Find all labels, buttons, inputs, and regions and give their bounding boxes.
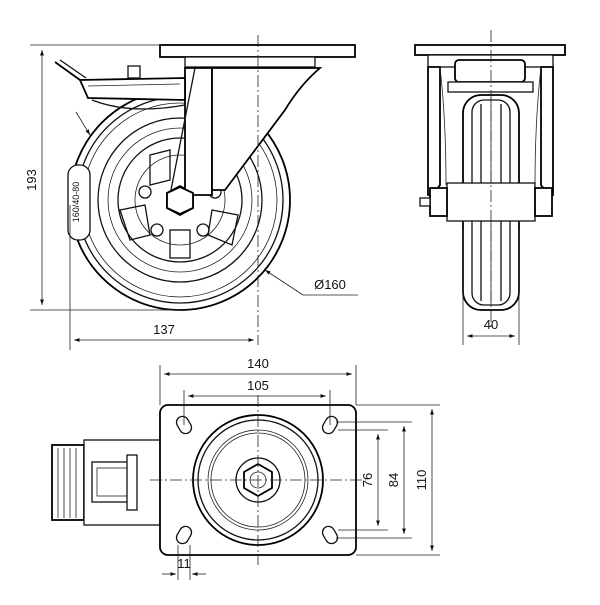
side-top-plate: [159, 44, 356, 58]
dim-160-label: Ø160: [314, 277, 346, 292]
top-brake-pedal: [51, 444, 85, 521]
dim-140: 140: [159, 356, 357, 405]
front-fork-left: [427, 66, 441, 196]
dim-84-label: 84: [386, 473, 401, 487]
dim-84: 84: [336, 421, 412, 539]
dim-11-label: 11: [177, 556, 191, 571]
front-top-plate: [414, 44, 566, 56]
dim-height-193: 193: [24, 44, 180, 311]
front-axle-nut-right: [534, 187, 553, 217]
front-view: [414, 30, 566, 330]
brake-lever: [54, 59, 186, 110]
side-fork-leg: [184, 67, 213, 196]
dim-76-label: 76: [360, 473, 375, 487]
dim-140-label: 140: [247, 356, 269, 371]
tyre-marking-label: 160/40-80: [71, 182, 81, 223]
dim-diameter-160: Ø160: [75, 111, 358, 296]
side-swivel-head: [184, 56, 316, 68]
tyre-marking-box: 160/40-80: [67, 164, 91, 241]
dim-110-label: 110: [414, 470, 429, 491]
dim-width-40: 40: [462, 230, 520, 345]
front-fork-right: [540, 66, 554, 196]
front-axle-nut-left: [429, 187, 448, 217]
top-plate-slots: [175, 415, 339, 545]
dim-width-137: 137: [69, 205, 254, 350]
dim-137-label: 137: [153, 322, 175, 337]
side-fork-body: [211, 67, 323, 191]
dim-110: 110: [356, 404, 440, 556]
dim-76: 76: [338, 429, 388, 531]
dim-40-label: 40: [484, 317, 498, 332]
dim-11: 11: [162, 545, 206, 580]
dim-193-label: 193: [24, 169, 39, 191]
dim-105-label: 105: [247, 378, 269, 393]
side-view: 160/40-80: [54, 35, 356, 345]
dim-105: 105: [183, 378, 331, 425]
top-view: [51, 395, 366, 565]
